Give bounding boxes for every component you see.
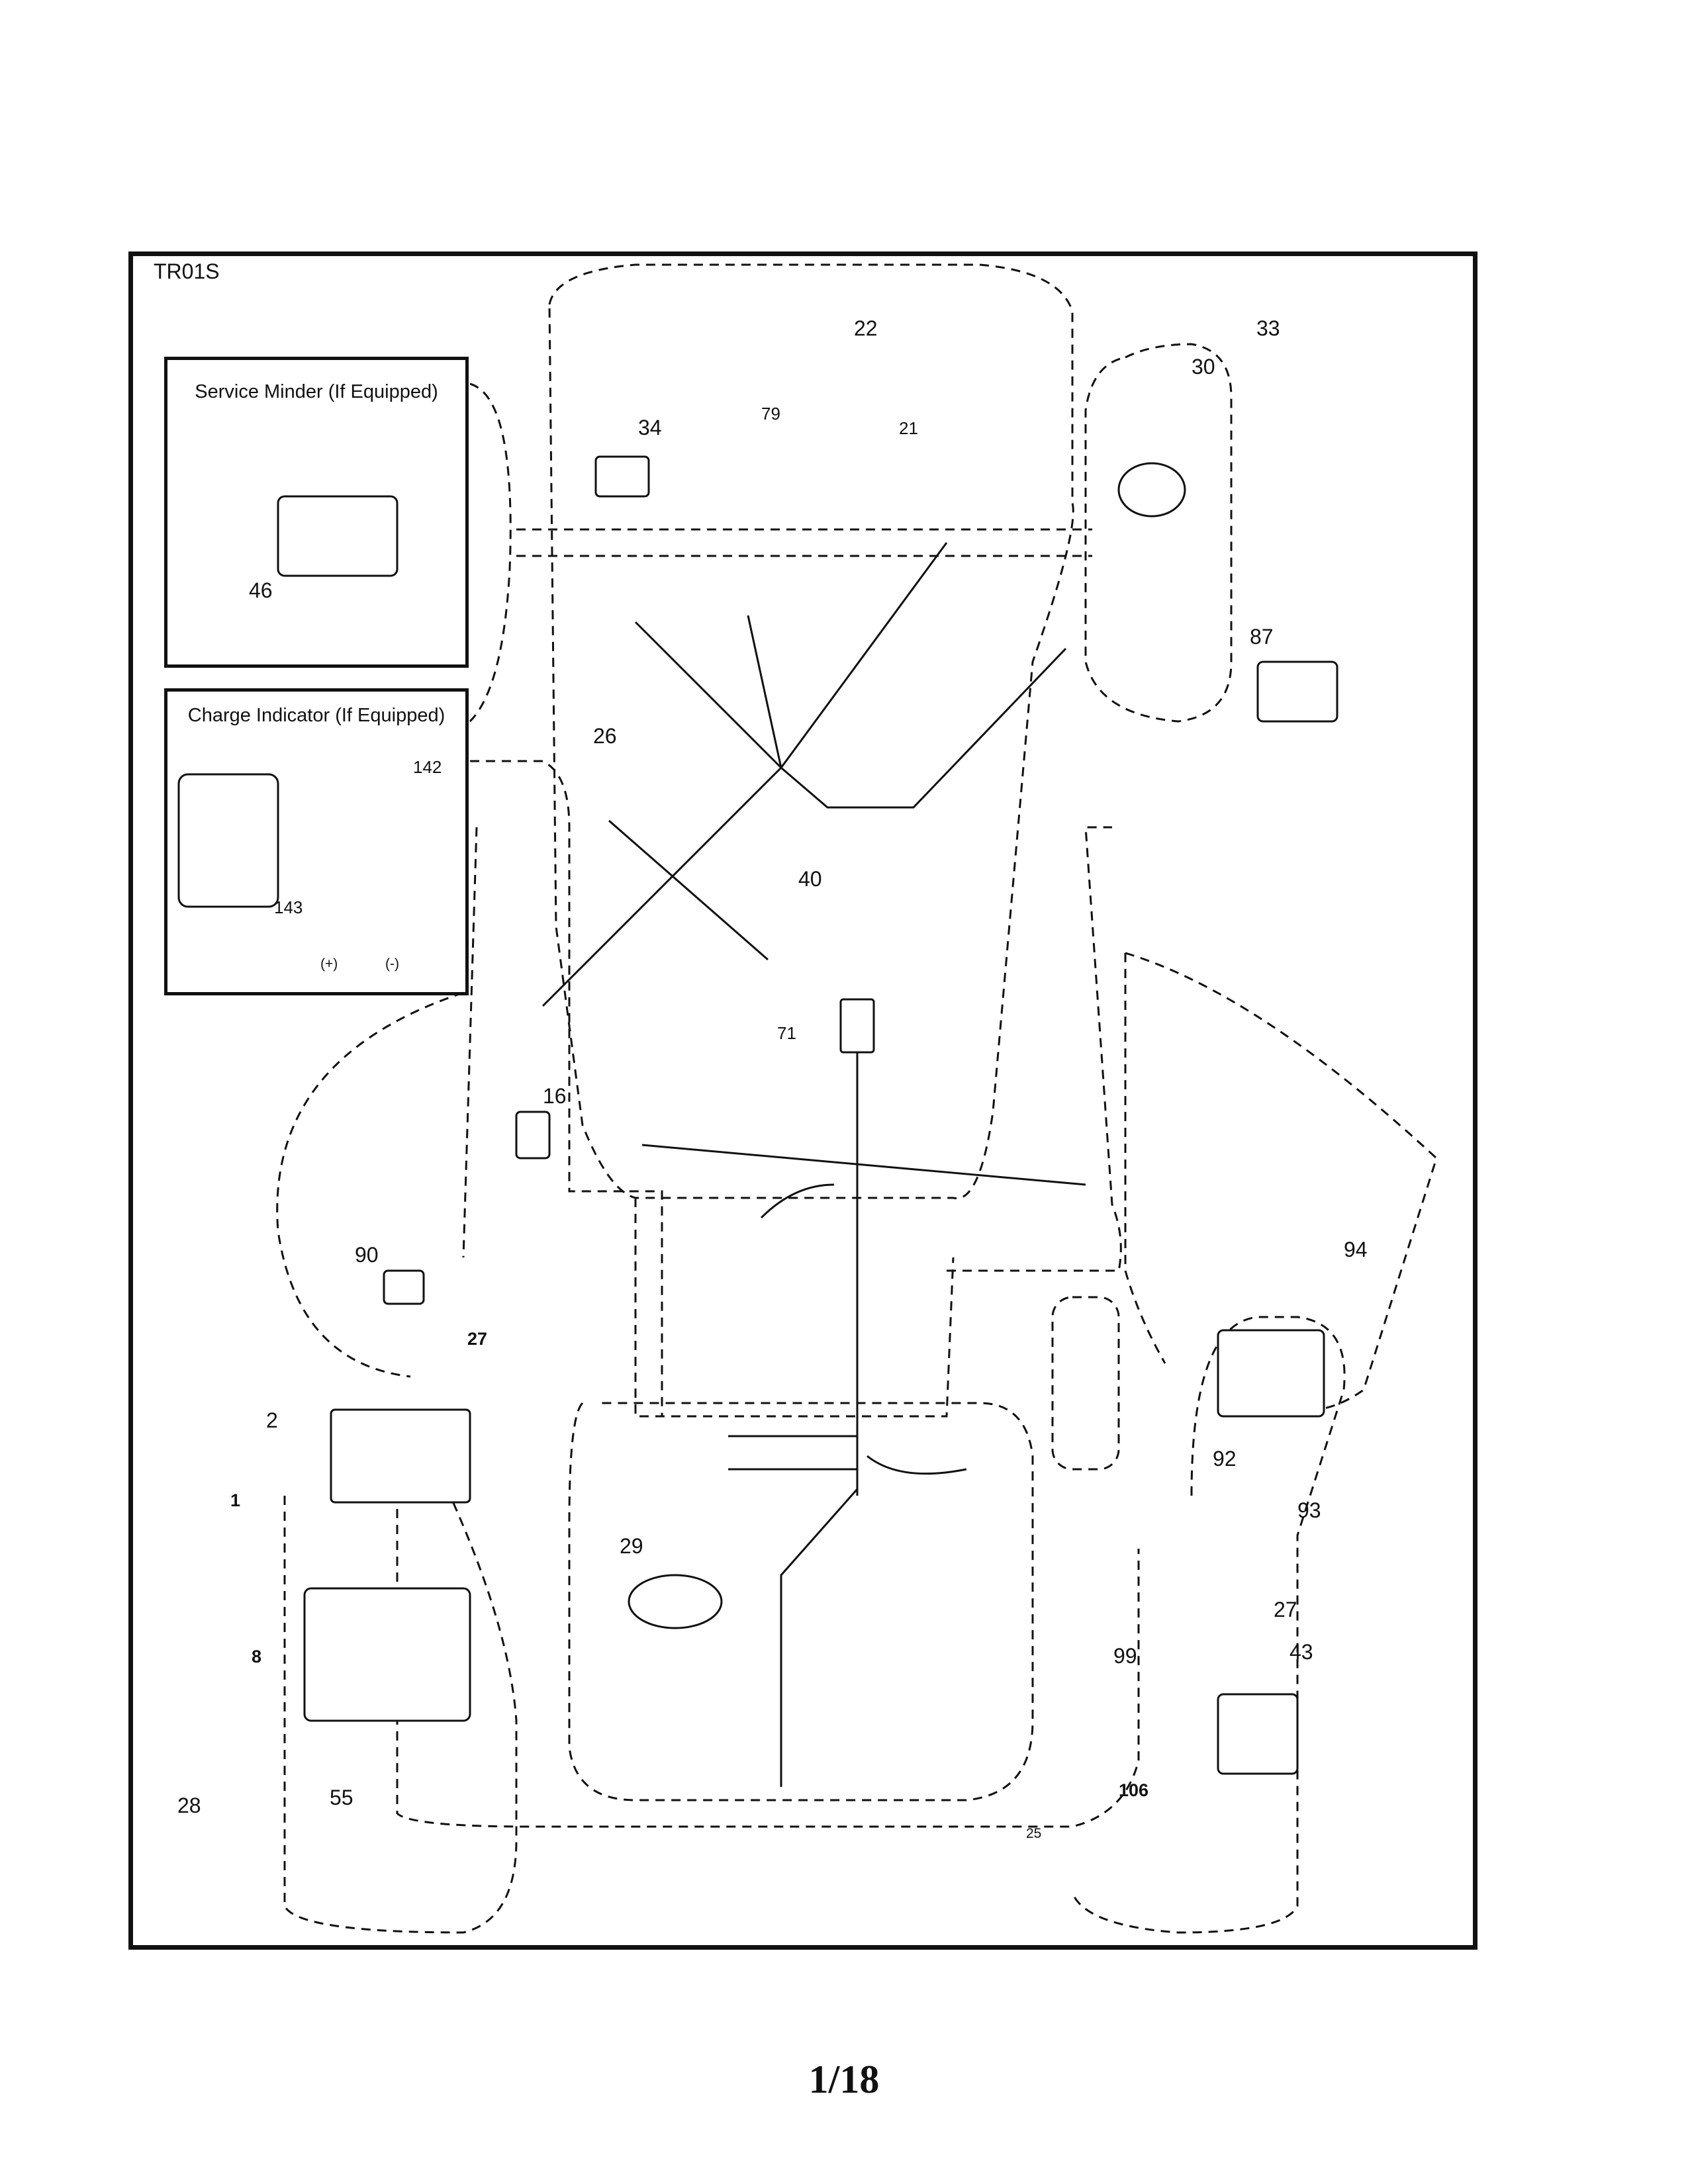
callout-26: 26	[593, 724, 617, 748]
wire-main-diagonal	[541, 766, 782, 1007]
callout-28: 28	[177, 1794, 201, 1817]
outline-inner-box	[1051, 1296, 1120, 1471]
inset-charge-indicator: Charge Indicator (If Equipped)	[164, 688, 469, 995]
switch-30	[1117, 462, 1186, 518]
wire-ground2	[867, 1455, 967, 1475]
callout-92: 92	[1213, 1447, 1237, 1471]
page-number: 1/18	[808, 2058, 880, 2101]
wire-horizontal	[641, 1144, 1086, 1186]
callout-87: 87	[1250, 625, 1274, 649]
terminal-positive: (+)	[320, 956, 338, 972]
terminal-negative: (-)	[385, 956, 399, 972]
callout-40: 40	[798, 867, 822, 891]
wire-ground	[760, 1183, 835, 1219]
callout-143: 143	[274, 897, 303, 917]
callout-71: 71	[777, 1023, 796, 1043]
callout-27-top: 27	[467, 1329, 488, 1349]
outline-left-arc	[276, 991, 464, 1378]
outline-right-lower	[1071, 1316, 1346, 1934]
outline-mid-left	[462, 827, 478, 1258]
component-29	[628, 1574, 723, 1629]
connector-71	[839, 998, 875, 1054]
outline-cross-band	[516, 528, 1092, 557]
callout-43: 43	[1289, 1640, 1313, 1664]
switch-34	[594, 455, 650, 498]
outline-left-lower	[283, 1495, 518, 1934]
callout-8: 8	[252, 1647, 262, 1666]
wire-up-right	[780, 542, 948, 768]
outline-inset-link	[469, 383, 512, 723]
wire-right	[780, 647, 1067, 809]
callout-29: 29	[620, 1534, 643, 1558]
outline-bottom	[568, 1402, 1034, 1801]
callout-94: 94	[1344, 1238, 1368, 1261]
wire-lower-diagonal	[780, 1488, 859, 1787]
diagram-frame	[128, 251, 1477, 1950]
callout-55: 55	[330, 1786, 353, 1809]
service-minder-display	[277, 495, 399, 577]
callout-99: 99	[1113, 1644, 1137, 1668]
battery-body	[330, 1408, 471, 1504]
callout-142: 142	[413, 757, 442, 777]
relay-16	[515, 1111, 551, 1160]
callout-46: 46	[249, 578, 273, 602]
inset-service-minder: Service Minder (If Equipped)	[164, 357, 469, 668]
callout-93: 93	[1297, 1498, 1321, 1522]
module-94	[1217, 1329, 1325, 1418]
callout-2: 2	[266, 1408, 278, 1432]
switch-87	[1256, 660, 1338, 723]
component-90	[383, 1269, 425, 1305]
callout-106: 106	[1119, 1780, 1149, 1800]
inset-title-charge-indicator: Charge Indicator (If Equipped)	[187, 705, 445, 726]
callout-90: 90	[355, 1243, 379, 1267]
callout-34: 34	[638, 416, 662, 439]
charge-indicator-body	[177, 773, 279, 908]
wire-top-mid	[747, 615, 782, 768]
battery-tray	[303, 1587, 471, 1722]
diagram-code: TR01S	[154, 259, 220, 283]
callout-22: 22	[854, 316, 878, 340]
outline-upper-body	[548, 263, 1074, 1200]
outline-connector	[470, 760, 663, 1416]
wire-cross	[608, 819, 769, 961]
callout-27-bottom: 27	[1274, 1598, 1297, 1621]
outline-right-top	[1084, 343, 1233, 723]
callout-25: 25	[1026, 1826, 1042, 1841]
outline-center	[634, 826, 1122, 1418]
callout-79: 79	[761, 404, 780, 424]
callout-16: 16	[543, 1084, 567, 1108]
callout-1: 1	[230, 1490, 241, 1510]
callout-30: 30	[1192, 355, 1215, 379]
solenoid-43	[1217, 1693, 1299, 1775]
inset-title-service-minder: Service Minder (If Equipped)	[195, 381, 438, 402]
outline-bottom-outer	[396, 1509, 1140, 1828]
wire-top-left	[634, 621, 782, 769]
wire-branch-left	[728, 1435, 857, 1471]
callout-33: 33	[1256, 316, 1280, 340]
callout-21: 21	[899, 418, 918, 438]
